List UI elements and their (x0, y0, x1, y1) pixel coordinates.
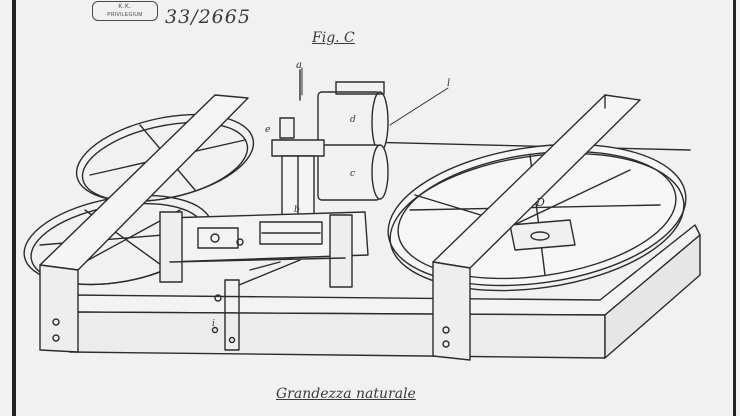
label-cylinder-c: c (350, 169, 355, 179)
stamp-line-1: K.K. (118, 4, 132, 10)
label-wheel-d: D (535, 196, 545, 209)
privilege-stamp: K.K. PRIVILEGIUM (92, 1, 158, 21)
label-strap: l (447, 78, 450, 89)
left-post (39, 94, 249, 353)
handwritten-reference-number: 33/2665 (165, 6, 251, 28)
stamp-line-2: PRIVILEGIUM (107, 12, 143, 18)
figure-label: Fig. C (312, 30, 355, 46)
leader-lines (301, 67, 449, 126)
scan-border-left (12, 0, 16, 416)
right-post (432, 94, 641, 361)
figure-caption: Grandezza naturale (276, 386, 416, 402)
label-center-b: b (294, 205, 300, 215)
label-top: a (296, 60, 302, 71)
label-upper-d: d (350, 115, 356, 125)
scan-border-right (733, 0, 736, 416)
central-mechanism (159, 211, 369, 351)
upper-cylinders (279, 69, 389, 201)
vertical-column (271, 139, 325, 222)
label-hook-i: i (212, 319, 215, 329)
label-small-e: e (265, 125, 270, 135)
